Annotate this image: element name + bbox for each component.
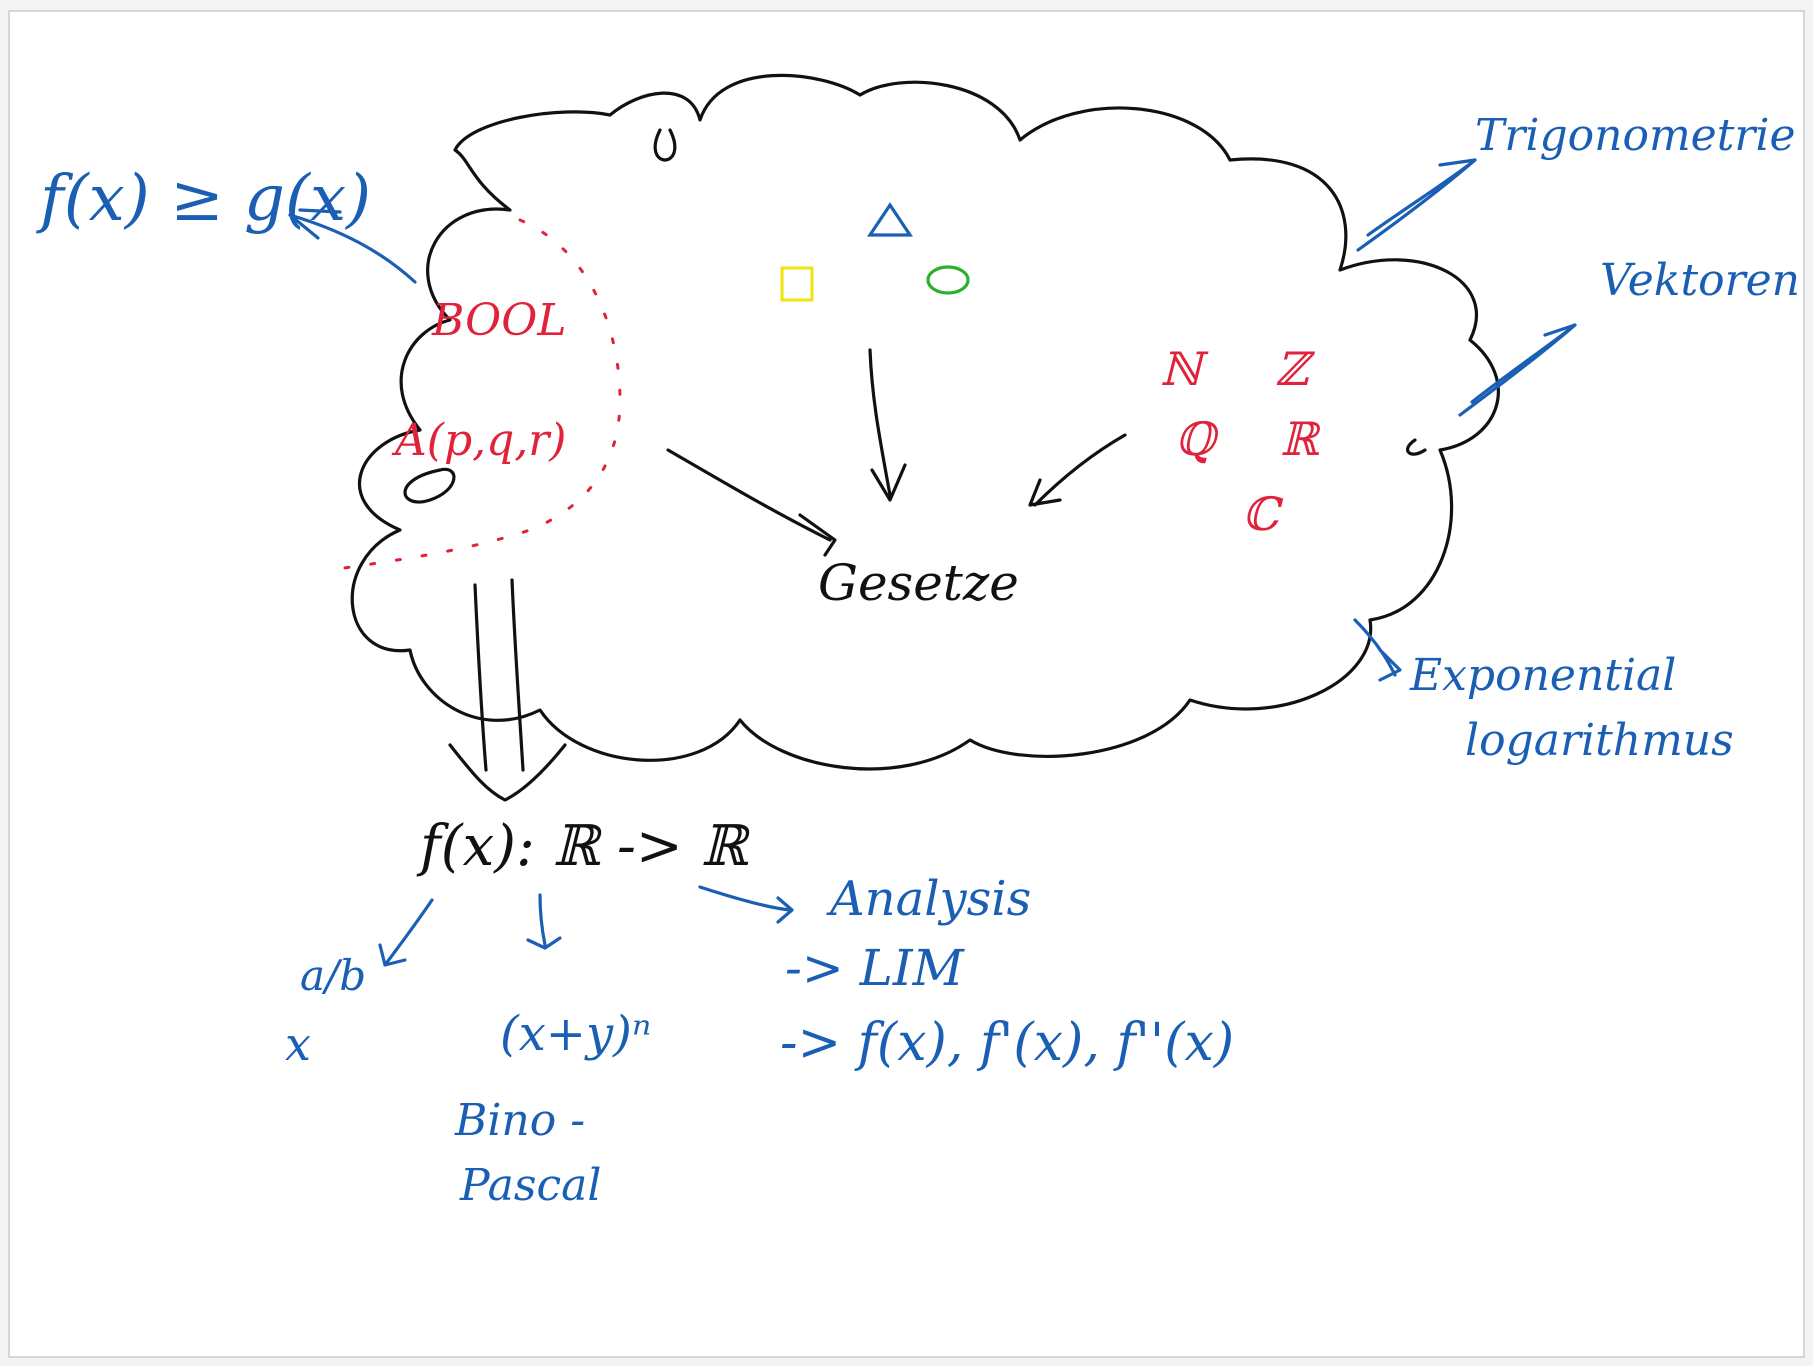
cloud-loop: [653, 128, 677, 162]
natural-numbers: ℕ: [1160, 342, 1209, 396]
cloud-loop: [403, 467, 456, 504]
arrow-to-exp: [1353, 618, 1402, 682]
logic-formula: A(p,q,r): [391, 415, 566, 466]
limit-label: -> LIM: [785, 939, 966, 997]
arrow-to-analysis: [698, 885, 794, 924]
arrow-to-binomial: [526, 893, 562, 950]
bool-region-boundary: [328, 218, 622, 572]
reals: ℝ: [1280, 412, 1321, 466]
double-arrow-down: [448, 578, 567, 802]
arrow-to-fraction: [378, 898, 434, 967]
bino-label: Bino -: [454, 1095, 585, 1146]
arrow-numbers-to-laws: [1028, 433, 1127, 507]
bool-label: BOOL: [431, 295, 567, 346]
square-shape: [780, 266, 814, 302]
vectors-label: Vektoren: [1600, 255, 1800, 306]
trig-label: Trigonometrie: [1475, 110, 1796, 161]
arrow-bool-to-laws: [666, 448, 837, 557]
circle-shape: [926, 265, 970, 295]
arrow-to-vectors: [1458, 323, 1577, 417]
laws-label: Gesetze: [818, 554, 1019, 612]
function-definition: f(x): ℝ -> ℝ: [416, 814, 751, 879]
cloud-outline: [350, 73, 1500, 771]
triangle-shape: [867, 202, 913, 237]
analysis-label: Analysis: [826, 871, 1031, 927]
binomial-power: (x+y)ⁿ: [500, 1006, 651, 1062]
derivatives-label: -> f(x), f'(x), f''(x): [780, 1013, 1234, 1073]
integers: ℤ: [1275, 342, 1316, 396]
inequality-formula: f(x) ≥ g(x): [36, 162, 371, 236]
logarithm-label: logarithmus: [1465, 715, 1734, 766]
complex-numbers: ℂ: [1242, 487, 1284, 541]
arrow-to-trig: [1356, 158, 1477, 252]
exponential-label: Exponential: [1409, 650, 1676, 701]
cloud-loop: [1406, 438, 1427, 456]
pascal-label: Pascal: [459, 1160, 601, 1211]
fraction-label: a/b: [300, 951, 366, 1000]
x-label: x: [285, 1017, 311, 1071]
arrow-shapes-to-laws: [868, 348, 907, 502]
rationals: ℚ: [1175, 412, 1220, 466]
arrow-to-inequality: [288, 208, 417, 284]
